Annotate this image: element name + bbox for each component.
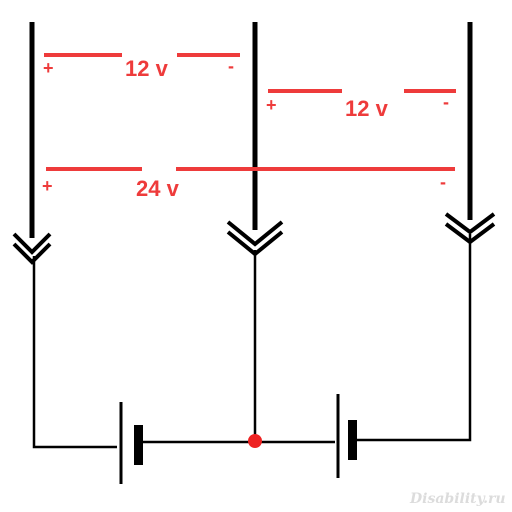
plus-sign-top-left: + — [43, 58, 54, 78]
battery-right — [336, 394, 357, 478]
plus-sign-total: + — [42, 176, 53, 196]
minus-sign-total: - — [440, 172, 446, 192]
watermark: Disability.ru — [409, 491, 506, 507]
measurement-total: + 24 v - — [42, 167, 455, 201]
voltage-label-total: 24 v — [136, 176, 180, 201]
voltage-label-top-right: 12 v — [345, 96, 389, 121]
voltage-label-top-left: 12 v — [125, 56, 169, 81]
probe-left — [12, 22, 52, 265]
measurement-top-left: + 12 v - — [43, 53, 240, 81]
circuit-wires — [32, 234, 472, 449]
probe-right — [444, 22, 496, 245]
minus-sign-top-left: - — [228, 56, 234, 76]
plus-sign-top-right: + — [266, 95, 277, 115]
junction-point — [248, 434, 262, 448]
minus-sign-top-right: - — [443, 92, 449, 112]
battery-left — [119, 402, 143, 484]
measurement-top-right: + 12 v - — [266, 89, 456, 121]
